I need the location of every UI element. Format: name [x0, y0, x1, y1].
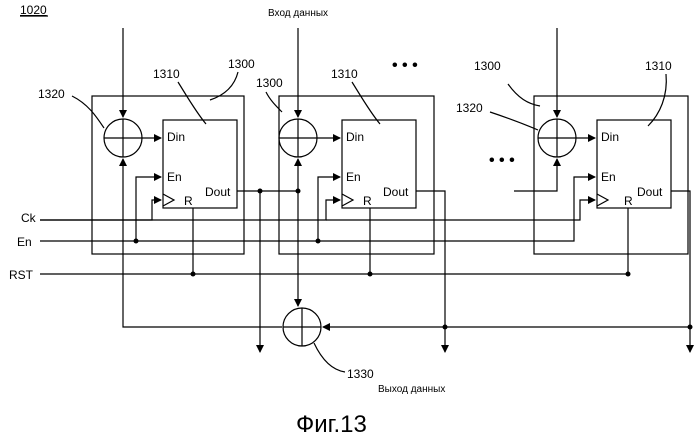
- unit-1-clock-pin: [163, 194, 174, 206]
- unit-1-dout-pin: Dout: [205, 185, 231, 199]
- ref-1300-unit2: 1300: [256, 76, 283, 90]
- unit-3-en-pin: En: [601, 170, 616, 184]
- data-output-label: Выход данных: [378, 384, 445, 395]
- unit-3-r-pin: R: [624, 194, 633, 208]
- unit-2-din-pin: Din: [346, 130, 364, 144]
- diagram-ref-label: 1020: [20, 3, 47, 17]
- ref-1310-unit2: 1310: [331, 67, 358, 81]
- output-adder: [283, 191, 693, 372]
- unit-1-r-pin: R: [184, 194, 193, 208]
- unit-3-din-pin: Din: [601, 130, 619, 144]
- ref-1310-unit3: 1310: [645, 59, 672, 73]
- ellipsis-top: • • •: [392, 57, 418, 74]
- ref-1300-unit3: 1300: [474, 59, 501, 73]
- unit-3: Din En Dout R: [318, 28, 690, 352]
- ellipsis-middle: • • •: [489, 152, 515, 169]
- ref-1320-unit3: 1320: [456, 101, 483, 115]
- ref-1310-unit1: 1310: [153, 67, 180, 81]
- unit-1-din-pin: Din: [167, 130, 185, 144]
- ref-1330: 1330: [347, 367, 374, 381]
- rst-label: RST: [9, 268, 34, 282]
- unit-2-dout-pin: Dout: [383, 185, 409, 199]
- ref-1300-unit1: 1300: [228, 57, 255, 71]
- unit-3-clock-pin: [597, 194, 608, 206]
- data-input-label: Вход данных: [268, 8, 328, 19]
- unit-3-dout-pin: Dout: [637, 185, 663, 199]
- unit-2-clock-pin: [342, 194, 353, 206]
- en-label: En: [17, 235, 32, 249]
- figure-caption: Фиг.13: [296, 411, 367, 438]
- unit-1-en-pin: En: [167, 170, 182, 184]
- ref-1320-left: 1320: [38, 87, 65, 101]
- ck-label: Ck: [21, 211, 37, 225]
- unit-2-r-pin: R: [363, 194, 372, 208]
- unit-2-en-pin: En: [346, 170, 361, 184]
